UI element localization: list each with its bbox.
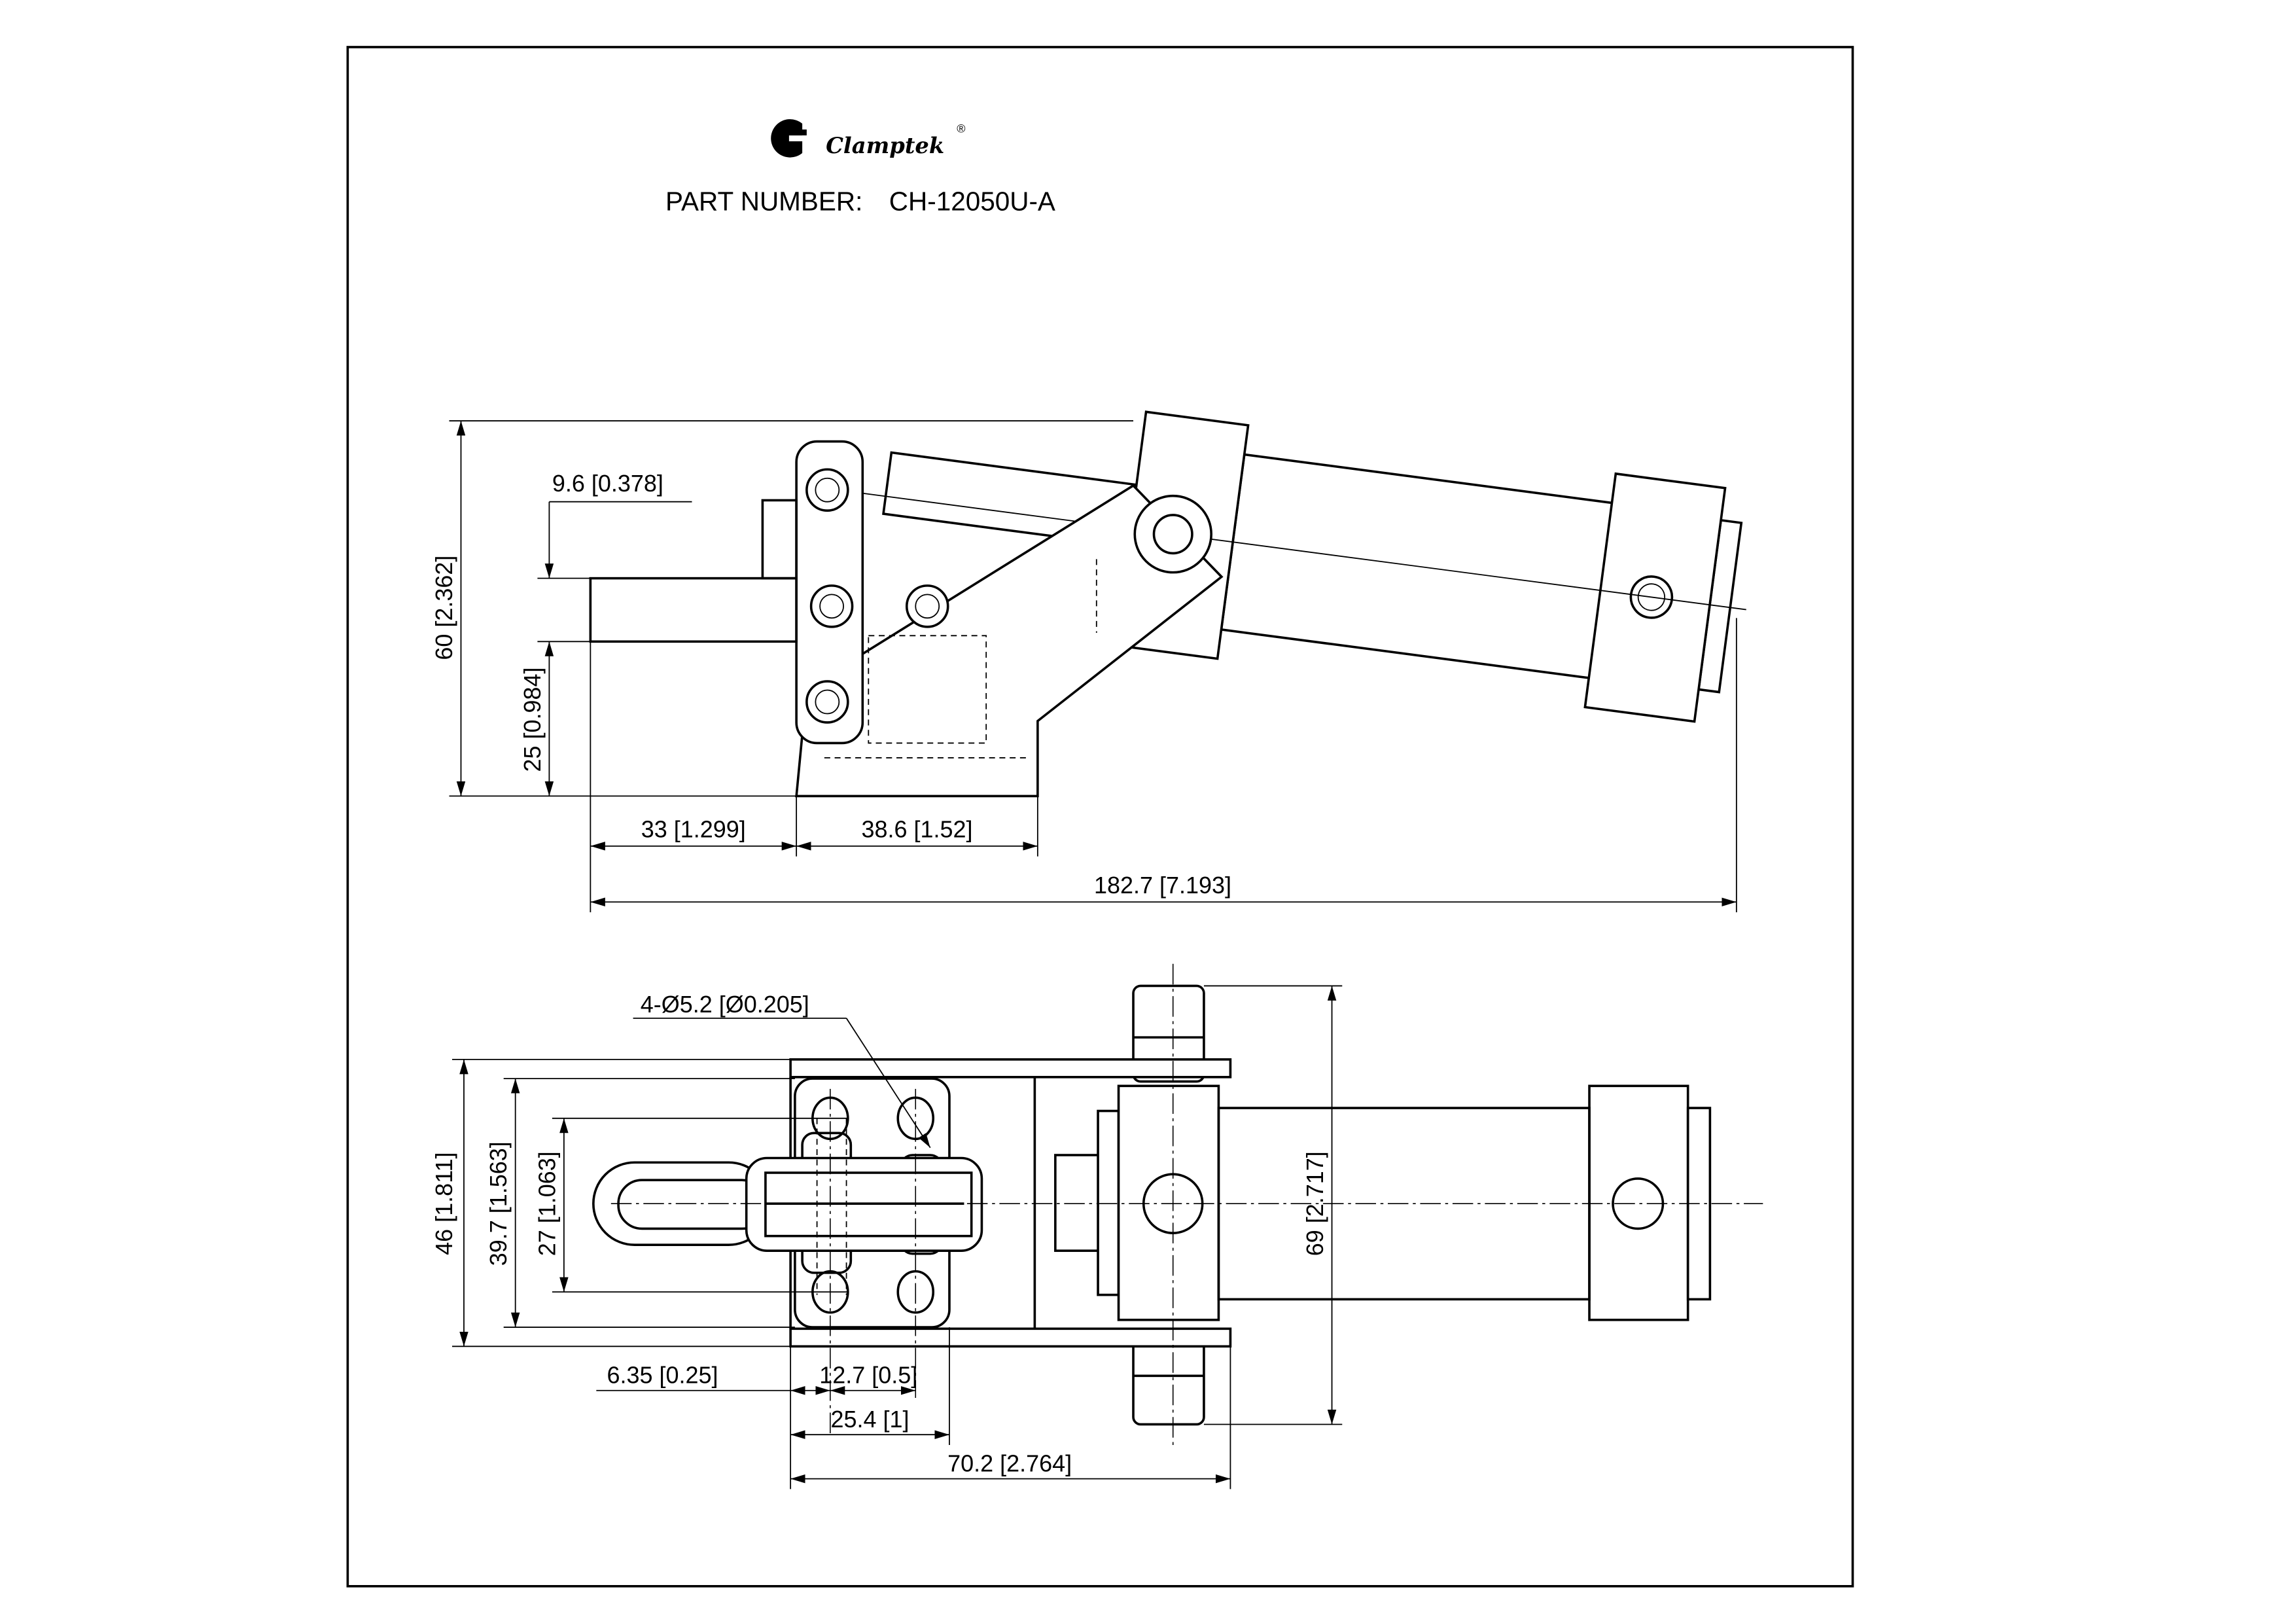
dim-holes: 4-Ø5.2 [Ø0.205] — [641, 991, 809, 1018]
dim-base-length: 38.6 [1.52] — [861, 815, 972, 842]
dim-hole-spacing-x: 25.4 [1] — [831, 1406, 910, 1433]
pivot-pin-top — [1132, 984, 1205, 1083]
dim-plunger-length: 33 [1.299] — [641, 815, 746, 842]
dim-plunger-height: 25 [0.984] — [519, 667, 546, 772]
dim-base-width: 46 [1.811] — [431, 1152, 457, 1255]
top-view: 46 [1.811] 39.7 [1.563] 27 [1.063] 69 [2… — [431, 963, 1763, 1489]
registered-mark: ® — [957, 122, 965, 135]
clamptek-logo: Clamptek ® — [771, 119, 965, 158]
dim-hole-offset: 12.7 [0.5] — [819, 1362, 917, 1389]
dim-overall-length: 182.7 [7.193] — [1094, 872, 1231, 899]
pivot-holes — [805, 468, 1212, 724]
dim-hole-spacing-y: 27 [1.063] — [533, 1151, 560, 1256]
part-number-label: PART NUMBER: — [665, 187, 862, 217]
dim-pin-length: 69 [2.717] — [1301, 1151, 1328, 1256]
dim-edge-offset: 6.35 [0.25] — [607, 1362, 718, 1389]
dim-body-length: 70.2 [2.764] — [947, 1450, 1072, 1476]
dim-plunger-offset: 9.6 [0.378] — [552, 470, 663, 497]
part-number-value: CH-12050U-A — [889, 187, 1055, 217]
drawing-frame — [346, 46, 1854, 1588]
dim-base-inner: 39.7 [1.563] — [485, 1141, 512, 1266]
cylinder-end-cap — [1588, 1084, 1689, 1321]
side-view: 60 [2.362] 9.6 [0.378] 25 [0.984] 33 [1.… — [431, 410, 1746, 913]
plunger — [589, 577, 798, 643]
cylinder-collar — [1117, 1084, 1220, 1321]
dim-height: 60 [2.362] — [431, 556, 457, 660]
brand-name: Clamptek — [826, 132, 944, 158]
